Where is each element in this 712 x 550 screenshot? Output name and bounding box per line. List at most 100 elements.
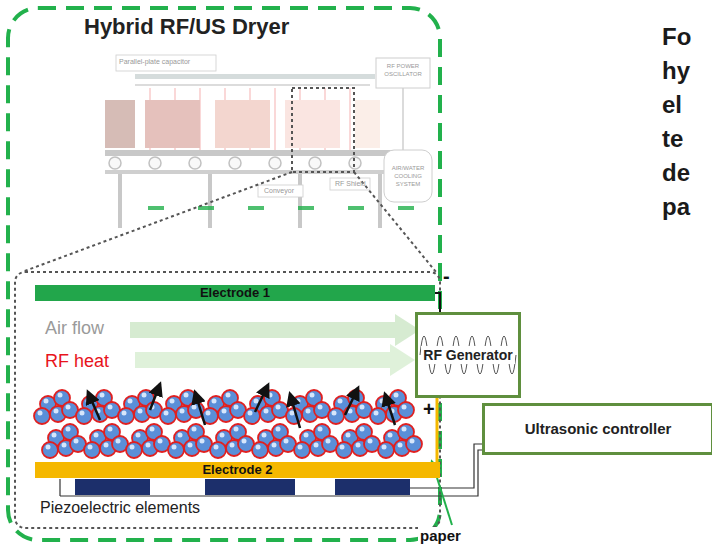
node-text: Electrode 1	[200, 285, 270, 301]
particle-highlight	[44, 399, 49, 404]
particle-highlight	[402, 427, 407, 432]
particle	[160, 408, 176, 424]
particle-highlight	[360, 427, 365, 432]
side-text: hy	[662, 56, 690, 86]
particle-highlight	[318, 405, 323, 410]
side-text: te	[662, 124, 683, 154]
label: RF Shield	[335, 180, 366, 187]
particle-highlight	[382, 445, 387, 450]
particle	[328, 408, 344, 424]
particle-highlight	[242, 439, 247, 444]
particle-highlight	[206, 411, 211, 416]
particle-highlight	[388, 433, 393, 438]
particle-highlight	[100, 393, 105, 398]
particle-highlight	[80, 411, 85, 416]
particle-highlight	[200, 439, 205, 444]
particle	[406, 436, 422, 452]
heat-arrow	[88, 392, 100, 420]
particle-highlight	[122, 411, 127, 416]
particle-highlight	[62, 443, 67, 448]
particle-highlight	[66, 427, 71, 432]
node-text: Electrode 2	[202, 462, 272, 478]
label: -	[443, 266, 450, 286]
air-arrow	[130, 314, 420, 346]
particle-highlight	[192, 405, 197, 410]
particle-highlight	[326, 439, 331, 444]
heat-arrow	[195, 392, 205, 425]
sine-path	[420, 336, 516, 374]
particle-highlight	[356, 443, 361, 448]
particle	[378, 442, 394, 458]
particle-highlight	[138, 409, 143, 414]
particle-highlight	[230, 443, 235, 448]
particle-highlight	[394, 393, 399, 398]
label: Parallel-plate capacitor	[119, 58, 190, 65]
particle-highlight	[314, 443, 319, 448]
heat-arrow	[345, 388, 358, 415]
heat-arrow	[385, 394, 395, 425]
zoom-line	[354, 172, 436, 272]
particle-highlight	[346, 433, 351, 438]
particle-highlight	[264, 409, 269, 414]
particle-highlight	[368, 439, 373, 444]
rf-generator-box: RF Generator	[415, 312, 521, 398]
particle-highlight	[74, 439, 79, 444]
particle-highlight	[220, 433, 225, 438]
particle-highlight	[52, 433, 57, 438]
particle-highlight	[262, 433, 267, 438]
particle	[76, 408, 92, 424]
label: +	[423, 399, 435, 419]
particle	[42, 442, 58, 458]
electrode-bar: Electrode 2	[35, 462, 440, 478]
particle-highlight	[108, 405, 113, 410]
heat-arrows	[88, 384, 395, 428]
particle-highlight	[66, 405, 71, 410]
label: Piezoelectric elements	[40, 499, 200, 517]
side-text: pa	[662, 192, 690, 222]
particle-highlight	[184, 393, 189, 398]
label: Air flow	[45, 318, 104, 339]
particle-highlight	[58, 393, 63, 398]
particle	[252, 442, 268, 458]
heat-arrow	[255, 385, 268, 412]
particle-highlight	[276, 405, 281, 410]
particle-highlight	[276, 427, 281, 432]
particle-highlight	[310, 393, 315, 398]
particle	[336, 442, 352, 458]
zoom-box	[292, 88, 354, 172]
particle-highlight	[374, 411, 379, 416]
wire	[435, 293, 440, 312]
particle-highlight	[340, 445, 345, 450]
particle	[168, 442, 184, 458]
electrode-bar: Electrode 1	[35, 285, 435, 301]
particle-layer	[34, 390, 422, 458]
particle-highlight	[108, 427, 113, 432]
label: paper	[418, 527, 463, 544]
side-text: el	[662, 90, 682, 120]
particle-highlight	[290, 411, 295, 416]
particle-highlight	[130, 445, 135, 450]
piezo-elements	[75, 479, 410, 495]
node-text: RF Generator	[421, 346, 514, 364]
particle	[34, 408, 50, 424]
particle-highlight	[158, 439, 163, 444]
particle	[126, 442, 142, 458]
particle-highlight	[298, 445, 303, 450]
particle-highlight	[222, 409, 227, 414]
controller-box: Ultrasonic controller	[482, 403, 712, 455]
particle	[118, 408, 134, 424]
particle-highlight	[142, 393, 147, 398]
particle	[84, 442, 100, 458]
side-text: de	[662, 158, 690, 188]
particle-highlight	[268, 393, 273, 398]
heat-arrow	[150, 384, 160, 410]
particle-highlight	[214, 445, 219, 450]
dryer-machine	[105, 55, 432, 228]
particle-highlight	[410, 439, 415, 444]
particle-highlight	[128, 399, 133, 404]
heat-arrow	[290, 394, 300, 428]
particle-highlight	[402, 405, 407, 410]
particle-highlight	[284, 439, 289, 444]
particle-highlight	[116, 439, 121, 444]
particle-highlight	[54, 409, 59, 414]
